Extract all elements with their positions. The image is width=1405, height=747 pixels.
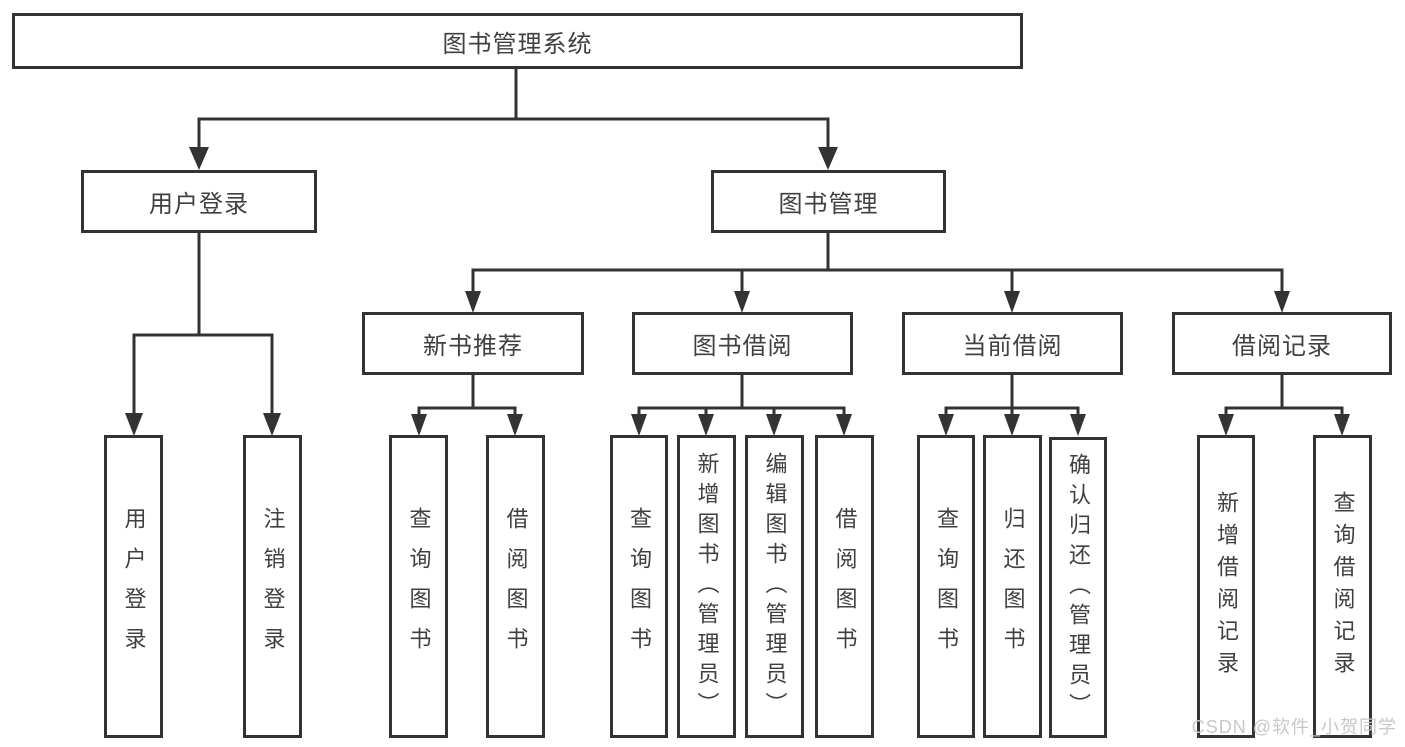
node-leaf-label: 新增图书（管理员） bbox=[694, 451, 720, 722]
node-leaf-label: 查询图书 bbox=[406, 506, 432, 667]
node-root: 图书管理系统 bbox=[12, 13, 1023, 69]
csdn-watermark: CSDN @软件_小贺同学 bbox=[1191, 717, 1397, 737]
node-leaf-label: 借阅图书 bbox=[503, 506, 529, 667]
node-leaf-borrow-books-2: 借阅图书 bbox=[815, 435, 874, 738]
node-leaf-label: 查询图书 bbox=[934, 506, 959, 667]
node-leaf-label: 查询图书 bbox=[627, 506, 652, 667]
node-leaf-label: 归还图书 bbox=[1000, 506, 1026, 667]
node-user-login-label: 用户登录 bbox=[149, 191, 249, 218]
node-leaf-label: 查询借阅记录 bbox=[1330, 490, 1356, 683]
node-leaf-user-login: 用户登录 bbox=[104, 435, 163, 738]
node-leaf-logout: 注销登录 bbox=[243, 435, 302, 738]
node-leaf-label: 借阅图书 bbox=[832, 506, 858, 667]
node-user-login: 用户登录 bbox=[81, 170, 317, 233]
node-leaf-add-borrow-record: 新增借阅记录 bbox=[1197, 435, 1255, 738]
node-leaf-label: 编辑图书（管理员） bbox=[762, 451, 788, 722]
node-book-management: 图书管理 bbox=[711, 170, 946, 233]
node-book-borrow: 图书借阅 bbox=[632, 312, 853, 375]
node-leaf-query-books-2: 查询图书 bbox=[610, 435, 668, 738]
node-book-borrow-label: 图书借阅 bbox=[692, 333, 793, 360]
node-current-borrow-label: 当前借阅 bbox=[962, 333, 1063, 360]
node-leaf-query-borrow-record: 查询借阅记录 bbox=[1313, 435, 1372, 738]
node-borrow-records: 借阅记录 bbox=[1172, 312, 1392, 375]
node-book-management-label: 图书管理 bbox=[778, 191, 879, 218]
node-root-label: 图书管理系统 bbox=[442, 30, 593, 58]
node-new-book-recommend: 新书推荐 bbox=[362, 312, 584, 375]
node-leaf-query-books-1: 查询图书 bbox=[389, 435, 448, 738]
node-leaf-label: 注销登录 bbox=[260, 506, 286, 667]
node-leaf-label: 确认归还（管理员） bbox=[1066, 452, 1091, 723]
node-leaf-confirm-return-admin: 确认归还（管理员） bbox=[1049, 437, 1107, 738]
node-new-book-recommend-label: 新书推荐 bbox=[423, 333, 523, 360]
node-leaf-label: 新增借阅记录 bbox=[1214, 490, 1239, 683]
node-leaf-edit-book-admin: 编辑图书（管理员） bbox=[745, 435, 804, 738]
node-leaf-label: 用户登录 bbox=[121, 506, 147, 667]
node-leaf-query-books-3: 查询图书 bbox=[917, 435, 975, 738]
node-leaf-return-books: 归还图书 bbox=[983, 435, 1042, 738]
node-leaf-add-book-admin: 新增图书（管理员） bbox=[677, 435, 736, 738]
node-leaf-borrow-books-1: 借阅图书 bbox=[486, 435, 545, 738]
node-borrow-records-label: 借阅记录 bbox=[1232, 333, 1332, 360]
node-current-borrow: 当前借阅 bbox=[902, 312, 1123, 375]
